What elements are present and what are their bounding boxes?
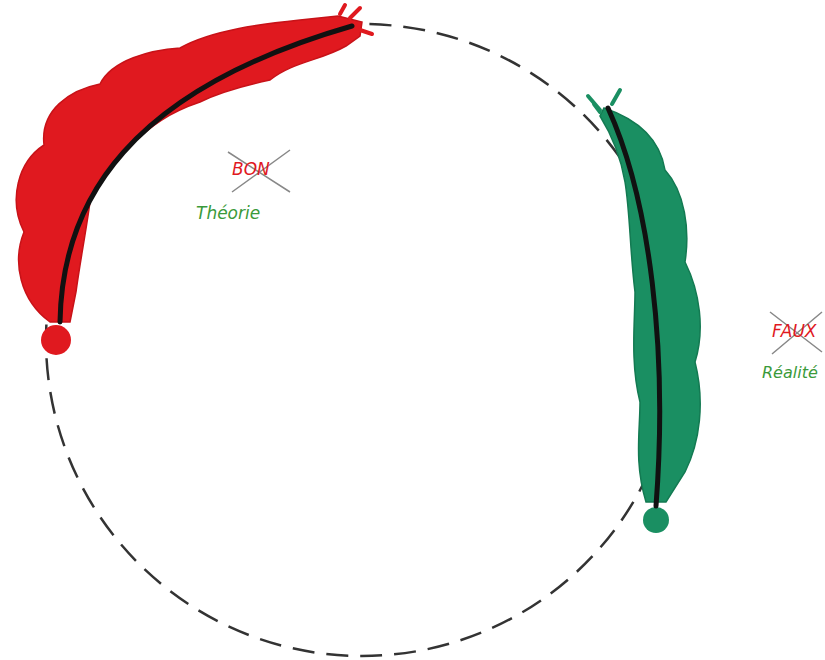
correction-word: Théorie (196, 204, 260, 223)
struck-word: BON (232, 160, 270, 179)
cross-out (228, 150, 290, 192)
red-feather (16, 5, 372, 355)
cross-out (770, 312, 822, 354)
struck-word: FAUX (772, 322, 817, 341)
green-feather (588, 90, 700, 533)
correction-word: Réalité (762, 364, 818, 382)
